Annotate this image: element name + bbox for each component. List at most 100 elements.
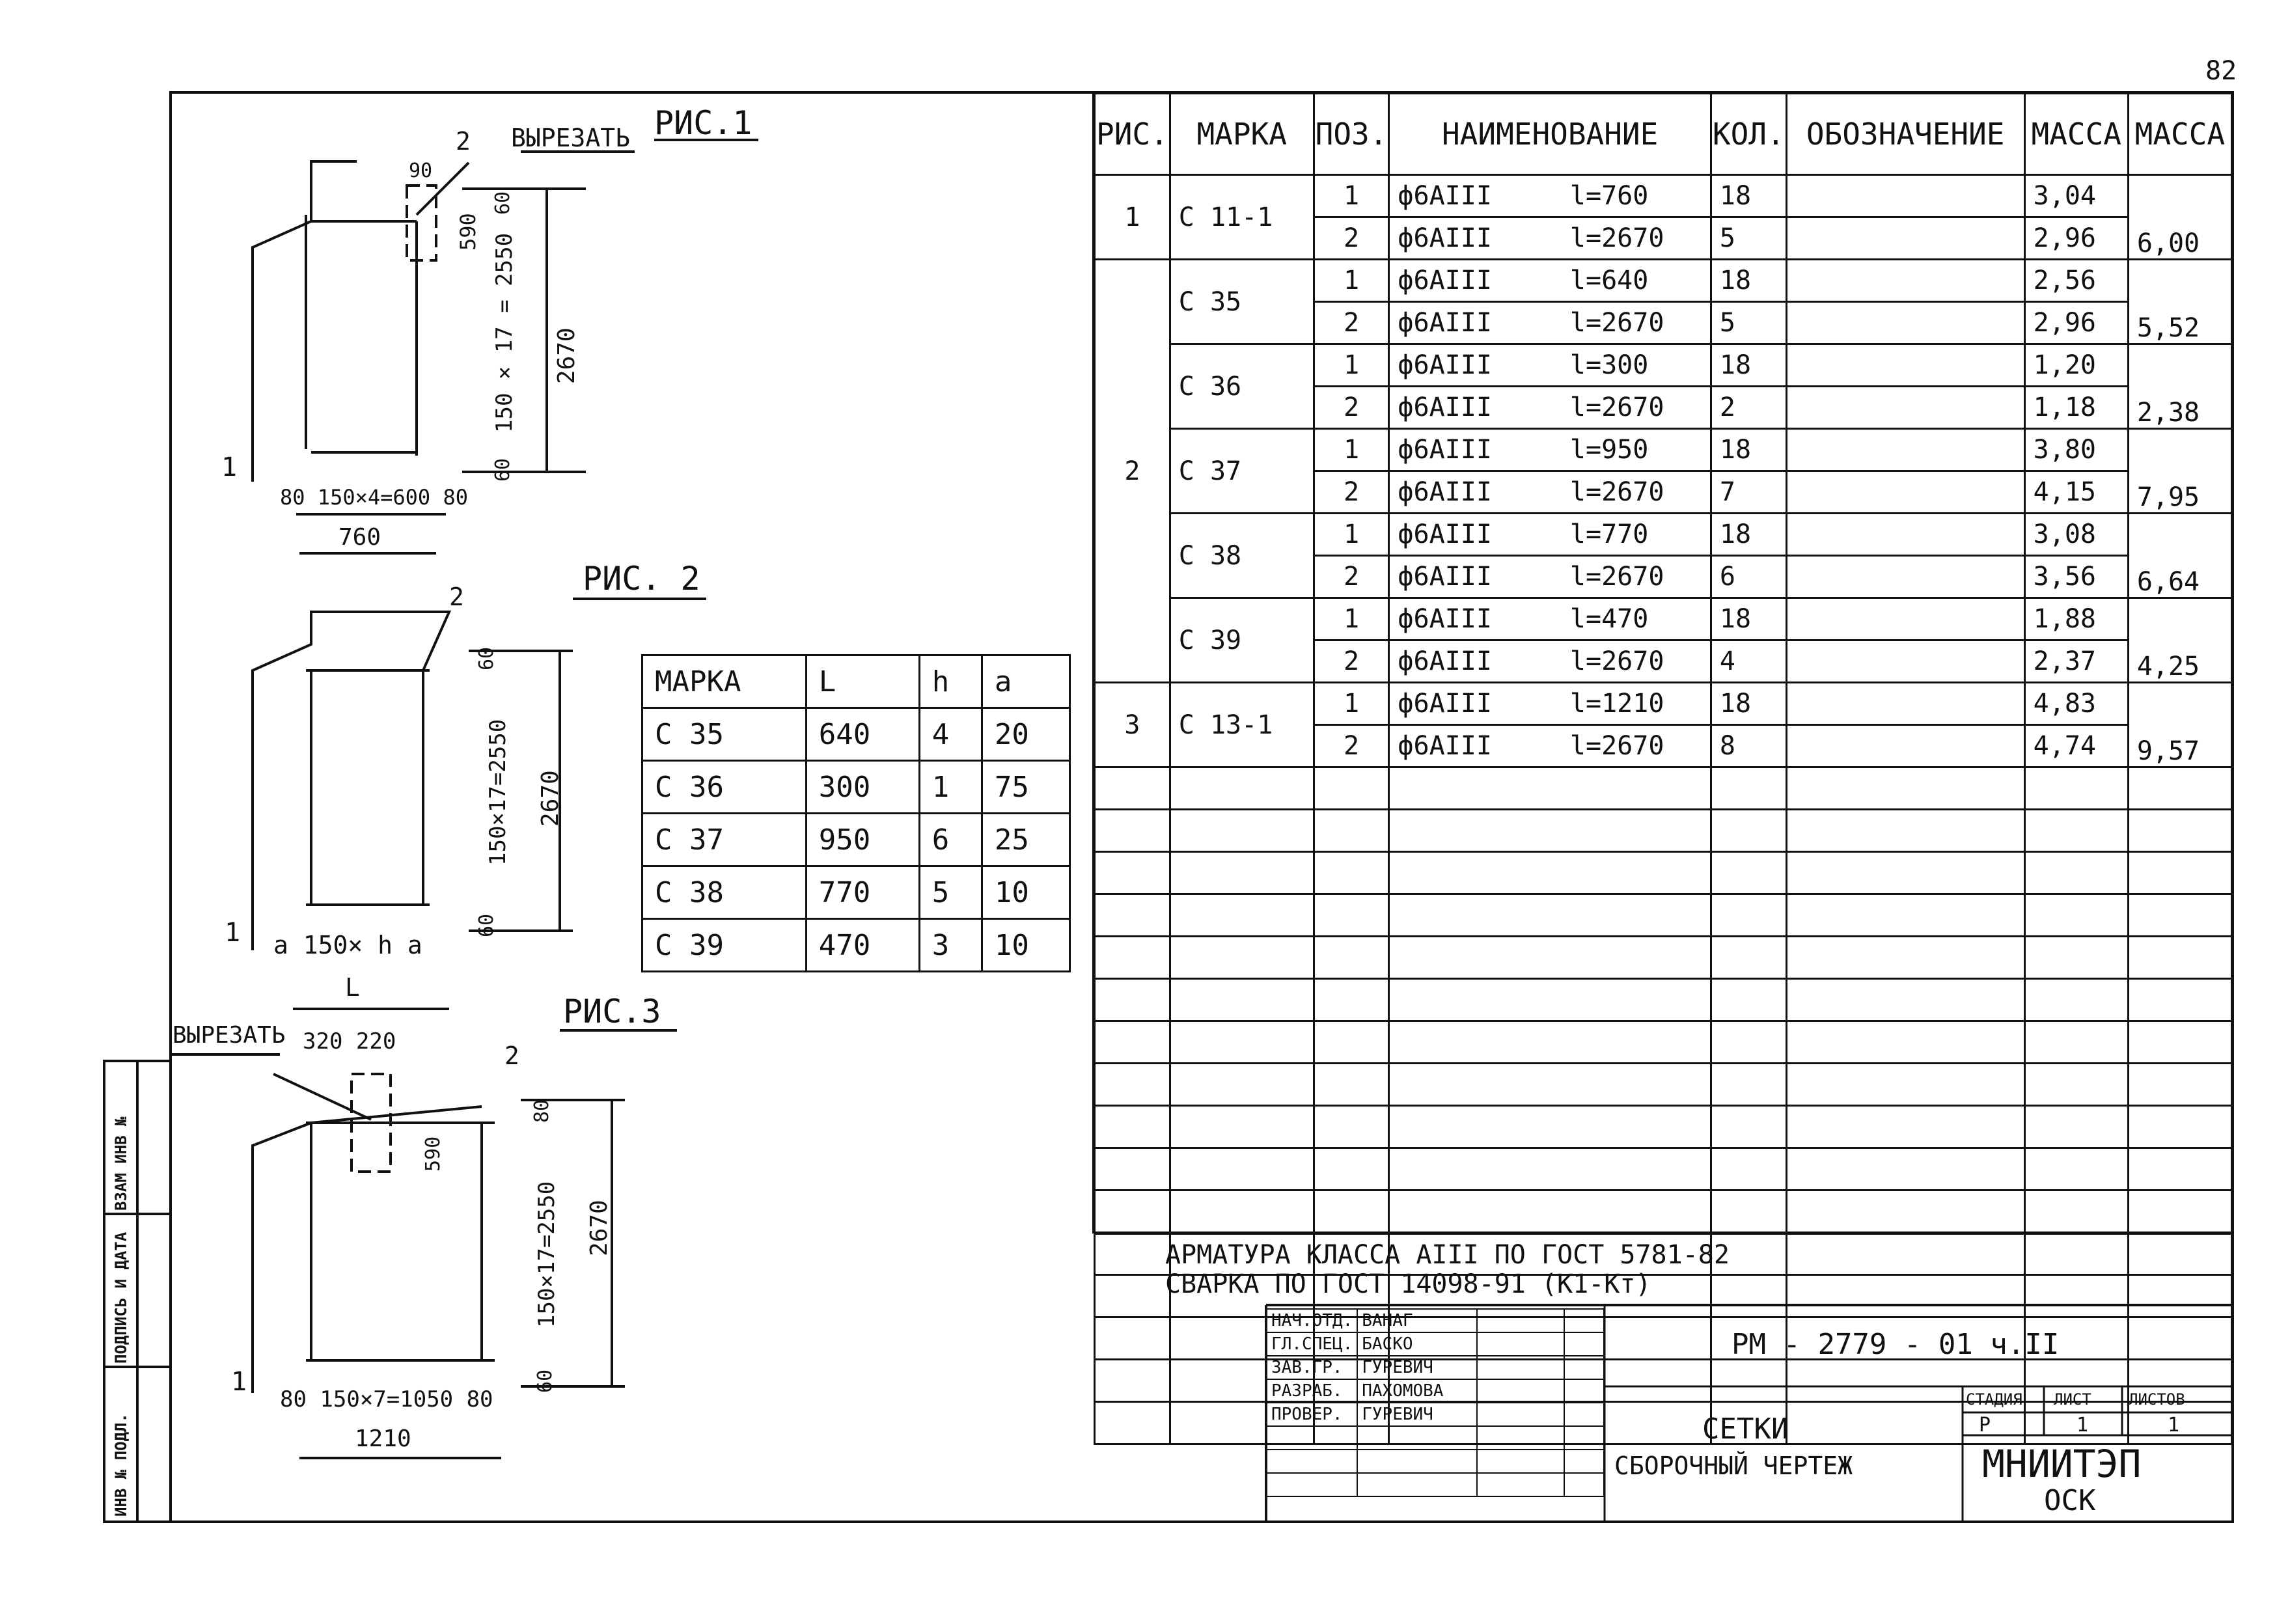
doc-code: РМ - 2779 - 01 ч.II bbox=[1731, 1328, 2060, 1361]
spec-mark: С 36 bbox=[1168, 343, 1315, 430]
spec-rebar: ф6АIII bbox=[1398, 562, 1492, 592]
spec-length: l=2670 bbox=[1569, 731, 1664, 761]
side-label-inv: ИНВ № ПОДЛ. bbox=[112, 1413, 130, 1517]
spec-header-mark: МАРКА bbox=[1168, 92, 1315, 176]
spec-designation bbox=[1785, 385, 2026, 430]
stamp-signature bbox=[1476, 1355, 1566, 1380]
spec-pos: 1 bbox=[1312, 258, 1390, 303]
fig1-dim-bottom: 80 150×4=600 80 bbox=[280, 485, 468, 510]
dims-cell: 25 bbox=[980, 812, 1071, 867]
spec-mass: 3,56 bbox=[2023, 555, 2129, 599]
dims-cell: 4 bbox=[918, 707, 983, 762]
spec-mass: 4,74 bbox=[2023, 724, 2129, 768]
table-row bbox=[1094, 1232, 2233, 1276]
spec-rebar: ф6АIII bbox=[1398, 689, 1492, 719]
spec-qty: 5 bbox=[1709, 216, 1787, 260]
fig3-dim-2670: 2670 bbox=[586, 1200, 613, 1256]
dims-cell: 1 bbox=[918, 760, 983, 814]
spec-mass: 4,15 bbox=[2023, 470, 2129, 514]
fig1-dim-90: 90 bbox=[409, 159, 433, 182]
spec-qty: 18 bbox=[1709, 597, 1787, 641]
side-label-sign: ПОДПИСЬ И ДАТА bbox=[112, 1232, 130, 1364]
spec-length: l=2670 bbox=[1569, 223, 1664, 253]
dims-cell: 10 bbox=[980, 865, 1071, 920]
fig3-dim-590: 590 bbox=[422, 1136, 445, 1172]
spec-rebar: ф6АIII bbox=[1398, 477, 1492, 507]
fig2-title: РИС. 2 bbox=[583, 560, 700, 598]
sheets-value: 1 bbox=[2168, 1414, 2180, 1437]
spec-pos: 1 bbox=[1312, 343, 1390, 387]
spec-pos: 1 bbox=[1312, 512, 1390, 557]
stamp-signature bbox=[1476, 1379, 1566, 1403]
stamp-person: ВАНАГ bbox=[1357, 1308, 1478, 1333]
spec-rebar: ф6АIII bbox=[1398, 646, 1492, 676]
fig3-pos2: 2 bbox=[504, 1041, 519, 1070]
stage-value: Р bbox=[1979, 1414, 1991, 1437]
sheet-label: ЛИСТ bbox=[2054, 1390, 2091, 1409]
fig1-dim-60a: 60 bbox=[491, 191, 514, 215]
spec-length: l=2670 bbox=[1569, 562, 1664, 592]
spec-fig: 3 bbox=[1094, 681, 1171, 768]
spec-rebar: ф6АIII bbox=[1398, 350, 1492, 380]
spec-mass: 1,18 bbox=[2023, 385, 2129, 430]
table-row bbox=[1094, 1062, 2233, 1107]
dims-cell: С 38 bbox=[641, 865, 807, 920]
spec-mass-total: 6,64 bbox=[2127, 512, 2233, 599]
dims-cell: 3 bbox=[918, 918, 983, 972]
spec-pos: 1 bbox=[1312, 597, 1390, 641]
dims-header-mark: МАРКА bbox=[641, 654, 807, 709]
spec-pos: 1 bbox=[1312, 428, 1390, 472]
spec-mark: С 39 bbox=[1168, 597, 1315, 683]
stamp-person: ГУРЕВИЧ bbox=[1357, 1355, 1478, 1380]
table-row bbox=[1094, 1020, 2233, 1064]
dims-cell: С 37 bbox=[641, 812, 807, 867]
spec-mass: 1,88 bbox=[2023, 597, 2129, 641]
spec-designation bbox=[1785, 216, 2026, 260]
table-row bbox=[1265, 1449, 1605, 1474]
org-subdivision: ОСК bbox=[2044, 1484, 2096, 1517]
spec-rebar: ф6АIII bbox=[1398, 308, 1492, 338]
table-row bbox=[1094, 808, 2233, 853]
stamp-role: ПРОВЕР. bbox=[1265, 1402, 1359, 1427]
table-row: РАЗРАБ.ПАХОМОВА bbox=[1265, 1379, 1605, 1403]
spec-qty: 5 bbox=[1709, 301, 1787, 345]
fig2-dim-60a: 60 bbox=[475, 646, 498, 670]
fig2-dim-2670: 2670 bbox=[537, 770, 564, 827]
page-number: 82 bbox=[2205, 56, 2237, 86]
spec-mass: 1,20 bbox=[2023, 343, 2129, 387]
spec-rebar: ф6АIII bbox=[1398, 435, 1492, 465]
table-row bbox=[1094, 1189, 2233, 1233]
org-name: МНИИТЭП bbox=[1982, 1442, 2142, 1486]
spec-designation bbox=[1785, 428, 2026, 472]
spec-name: ф6АIII l=2670 bbox=[1388, 555, 1712, 599]
spec-pos: 1 bbox=[1312, 174, 1390, 218]
spec-pos: 2 bbox=[1312, 385, 1390, 430]
spec-header-mass: МАССА bbox=[2023, 92, 2129, 176]
spec-mark: С 13-1 bbox=[1168, 681, 1315, 768]
spec-header-pos: ПОЗ. bbox=[1312, 92, 1390, 176]
spec-mass-total: 6,00 bbox=[2127, 174, 2233, 260]
spec-rebar: ф6АIII bbox=[1398, 392, 1492, 422]
fig3-dim-bottom: 80 150×7=1050 80 bbox=[280, 1386, 493, 1412]
spec-mass-total: 5,52 bbox=[2127, 258, 2233, 345]
spec-mass-total: 4,25 bbox=[2127, 597, 2233, 683]
stamp-date bbox=[1564, 1308, 1605, 1333]
table-row bbox=[1094, 978, 2233, 1022]
fig2-dim-L: L bbox=[345, 973, 360, 1002]
dims-cell: С 36 bbox=[641, 760, 807, 814]
spec-mass: 2,56 bbox=[2023, 258, 2129, 303]
spec-length: l=2670 bbox=[1569, 308, 1664, 338]
fig1-pos2: 2 bbox=[456, 127, 471, 156]
spec-pos: 2 bbox=[1312, 555, 1390, 599]
fig2-dim-60b: 60 bbox=[475, 913, 498, 937]
fig2-pos1: 1 bbox=[225, 918, 241, 948]
